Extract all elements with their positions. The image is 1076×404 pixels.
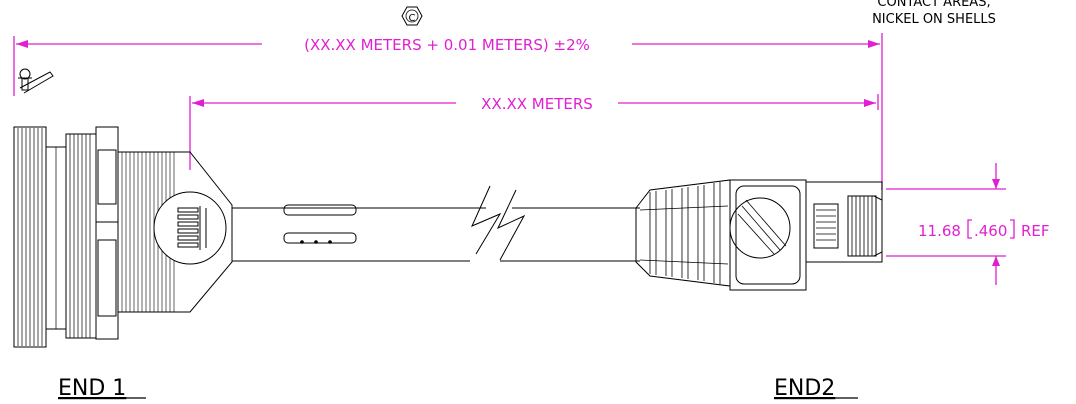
overall-length-dimension xyxy=(13,33,883,190)
jack-face xyxy=(153,191,227,265)
callout-symbol: C xyxy=(401,6,423,26)
cable-length-dimension xyxy=(189,94,879,170)
plug-circle xyxy=(729,197,791,259)
end1-connector xyxy=(13,68,233,348)
cap-strap xyxy=(19,71,54,94)
plug-height-inch: .460 xyxy=(974,222,1007,240)
plating-note-line1: CONTACT AREAS, xyxy=(877,0,990,10)
end1-label: END 1 xyxy=(58,376,126,401)
break-symbol-a xyxy=(471,185,502,255)
cable-sleeve-top xyxy=(283,204,357,216)
plug-height-mm: 11.68 xyxy=(918,222,961,240)
plating-note-line2: NICKEL ON SHELLS xyxy=(872,12,996,27)
overall-length-text: (XX.XX METERS + 0.01 METERS) ±2% xyxy=(304,36,590,54)
cable-sleeve-bottom xyxy=(283,232,357,244)
cable-length-text: XX.XX METERS xyxy=(481,95,593,113)
plug-body xyxy=(729,179,807,291)
cable xyxy=(232,185,640,262)
callout-letter: C xyxy=(409,13,416,24)
plug-height-dimension xyxy=(886,163,1015,285)
boot-ribs xyxy=(649,182,721,284)
break-symbol-b xyxy=(496,189,526,261)
end2-label: END2 xyxy=(774,376,835,401)
bracket-right xyxy=(1010,219,1015,239)
plug-height-ref: REF xyxy=(1021,222,1050,240)
bracket-left xyxy=(967,219,972,239)
end2-connector xyxy=(635,179,883,291)
contact-blades xyxy=(847,195,877,257)
flange-hatch xyxy=(17,128,43,346)
housing xyxy=(117,151,233,313)
cap-knob xyxy=(19,68,31,80)
contact-window xyxy=(813,203,839,249)
jack-pins xyxy=(177,206,207,250)
